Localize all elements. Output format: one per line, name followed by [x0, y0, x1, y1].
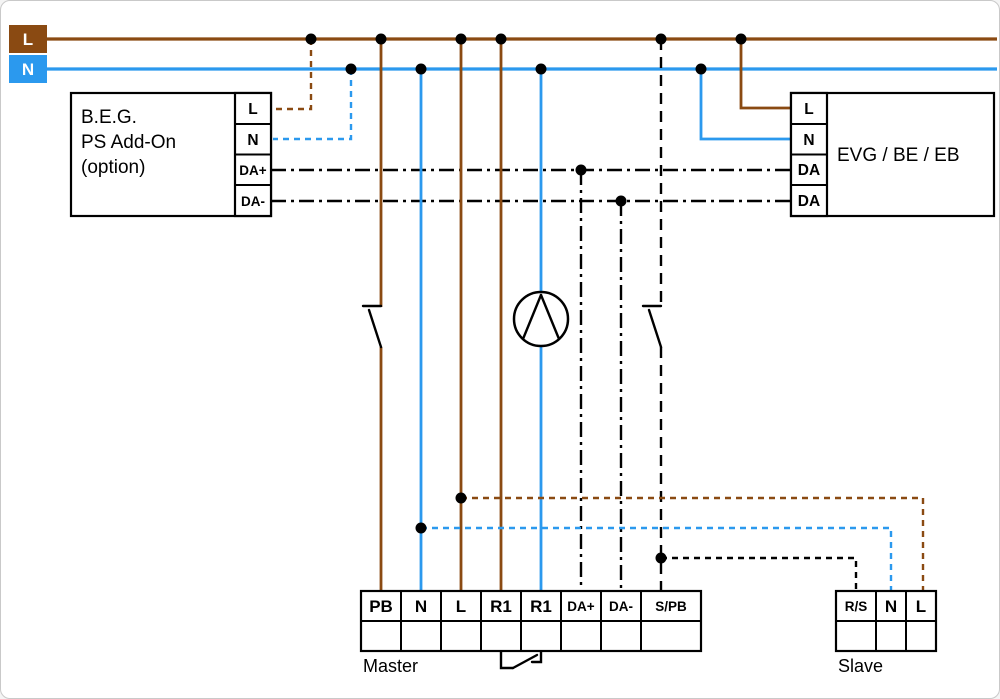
master-terminal-da-plus: DA+ [567, 599, 594, 614]
n-bus-label-box [9, 55, 47, 83]
bus-labels: L N [9, 25, 47, 83]
evg-n-feed-wire [699, 69, 791, 141]
evg-title: EVG / BE / EB [837, 145, 960, 166]
beg-title-line1: B.E.G. [81, 107, 137, 128]
junction-dot [615, 195, 627, 207]
beg-title-line3: (option) [81, 157, 145, 178]
evg-box: L N DA DA EVG / BE / EB [789, 91, 996, 218]
push-button-symbol-spb [641, 304, 663, 349]
master-terminal-spb: S/PB [655, 599, 687, 614]
slave-rs-branch-wire [661, 556, 858, 591]
master-terminal-r1a: R1 [490, 597, 512, 616]
master-terminal-block: PB N L R1 R1 DA+ DA- S/PB Master [359, 589, 703, 676]
push-button-lever [647, 308, 663, 349]
lamp-symbol [512, 290, 570, 348]
junction-dot [375, 33, 387, 45]
l-bus-label-box [9, 25, 47, 53]
beg-n-feed-wire [273, 69, 353, 141]
junction-dot [535, 63, 547, 75]
master-terminal-n: N [415, 597, 427, 616]
push-button-symbol-pb [361, 304, 383, 349]
slave-l-branch-wire [461, 496, 925, 591]
junction-dot [415, 522, 427, 534]
junction-dot [655, 552, 667, 564]
junction-dot [495, 33, 507, 45]
push-button-lever [367, 308, 383, 349]
master-terminal-pb: PB [369, 597, 393, 616]
junction-dot [415, 63, 427, 75]
slave-n-branch-wire [421, 526, 893, 591]
relay-contact-lever [511, 653, 539, 670]
evg-terminal-da2: DA [798, 193, 820, 210]
junction-dot [455, 33, 467, 45]
master-terminal-l: L [456, 597, 466, 616]
evg-l-feed-wire [739, 39, 791, 110]
slave-terminal-l: L [916, 597, 926, 616]
beg-box: B.E.G. PS Add-On (option) L N DA+ DA- [69, 91, 273, 218]
beg-terminal-da-plus: DA+ [239, 163, 266, 178]
junction-dots [305, 33, 747, 564]
master-terminal-r1b: R1 [530, 597, 552, 616]
master-label: Master [363, 656, 418, 676]
junction-dot [655, 33, 667, 45]
slave-label: Slave [838, 656, 883, 676]
evg-terminal-l: L [804, 101, 813, 118]
beg-terminal-l: L [248, 101, 257, 118]
l-bus-label: L [23, 30, 33, 49]
evg-terminal-n: N [803, 132, 814, 149]
relay-contact-symbol [499, 649, 543, 670]
lamp-circle [512, 290, 570, 348]
lamp-chord-left [521, 293, 543, 341]
junction-dot [735, 33, 747, 45]
beg-terminal-da-minus: DA- [241, 194, 265, 209]
wires [271, 39, 925, 591]
beg-title-line2: PS Add-On [81, 132, 176, 153]
supply-buses [47, 37, 997, 71]
beg-terminal-n: N [247, 132, 258, 149]
relay-contact-right [530, 649, 543, 664]
relay-contact-left [499, 649, 515, 670]
slave-terminal-block: R/S N L Slave [834, 589, 938, 676]
beg-l-feed-wire [273, 39, 313, 111]
junction-dot [345, 63, 357, 75]
slave-terminal-rs: R/S [845, 599, 868, 614]
junction-dot [305, 33, 317, 45]
evg-terminal-da1: DA [798, 162, 820, 179]
junction-dot [575, 164, 587, 176]
junction-dot [455, 492, 467, 504]
n-bus-label: N [22, 60, 34, 79]
lamp-chord-right [539, 293, 561, 341]
master-terminal-da-minus: DA- [609, 599, 633, 614]
slave-terminal-n: N [885, 597, 897, 616]
junction-dot [695, 63, 707, 75]
